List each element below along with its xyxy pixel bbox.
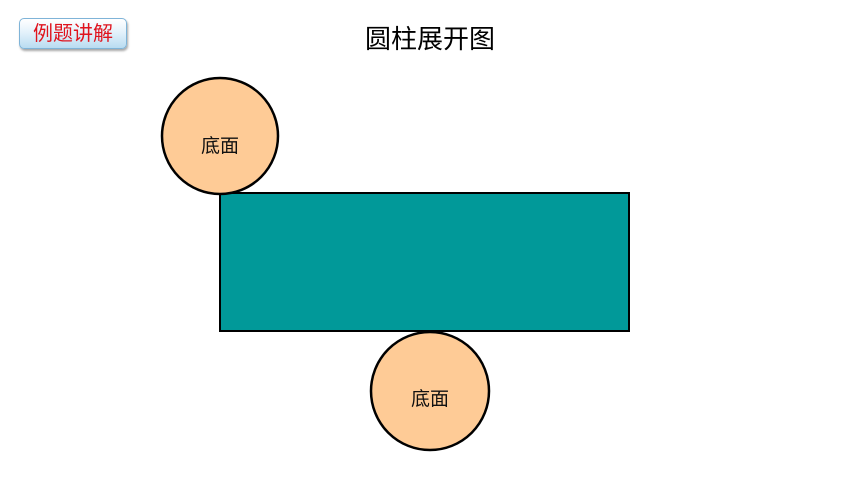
bottom-base-circle [369, 330, 491, 452]
top-base-circle [160, 76, 280, 196]
top-base-label: 底面 [201, 135, 239, 157]
lateral-surface-rectangle [219, 192, 630, 332]
page-title: 圆柱展开图 [364, 25, 495, 55]
bottom-base-label: 底面 [411, 388, 449, 410]
example-explanation-badge: 例题讲解 [19, 18, 127, 49]
